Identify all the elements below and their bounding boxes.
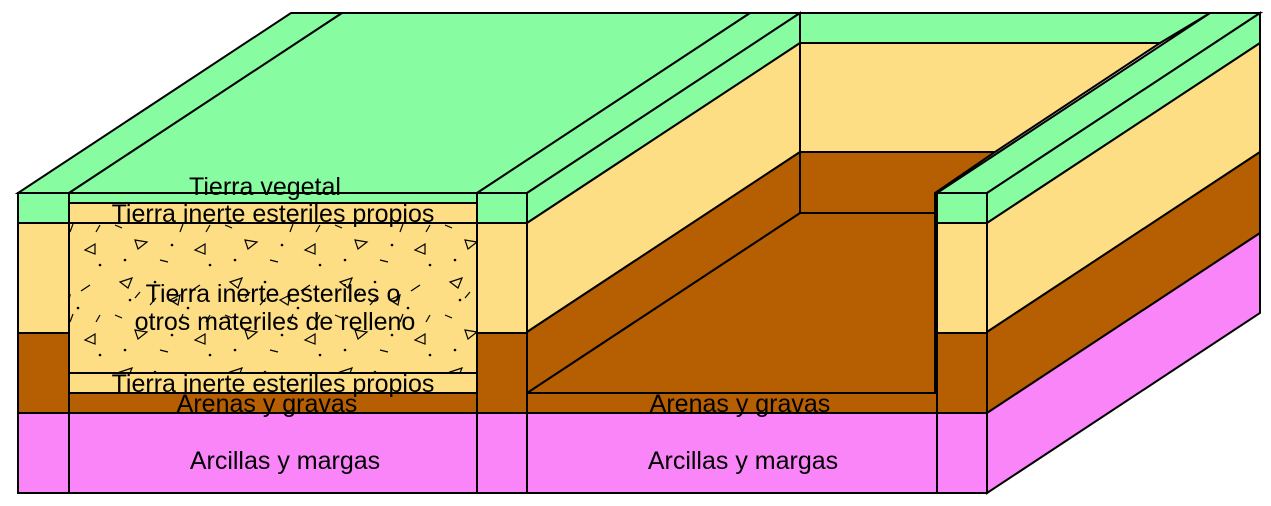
middle-wall-arenas — [476, 332, 528, 414]
right-wall-inerte — [936, 222, 988, 334]
right-wall-arcillas — [936, 412, 988, 494]
label-tierra-inerte-top: Tierra inerte esteriles propios — [112, 200, 435, 228]
label-relleno-line2: otros materiles de relleno — [135, 308, 416, 336]
far-wall-top-surface — [799, 12, 1214, 44]
left-block-arcillas — [17, 412, 70, 494]
right-wall-green — [936, 192, 988, 224]
middle-wall-arcillas — [476, 412, 528, 494]
right-wall-arenas — [936, 332, 988, 414]
left-block-green — [17, 192, 70, 224]
middle-wall-green — [476, 192, 528, 224]
label-tierra-inerte-bottom: Tierra inerte esteriles propios — [112, 370, 435, 398]
label-arenas-left: Arenas y gravas — [177, 390, 358, 418]
label-arcillas-left: Arcillas y margas — [190, 447, 380, 475]
label-arenas-right: Arenas y gravas — [650, 390, 831, 418]
left-block-inerte — [17, 222, 70, 334]
label-tierra-vegetal: Tierra vegetal — [189, 173, 341, 201]
trench-arcillas-layer — [526, 412, 938, 494]
left-block-arenas — [17, 332, 70, 414]
label-relleno-line1: Tierra inerte esteriles o — [146, 280, 401, 308]
label-arcillas-right: Arcillas y margas — [648, 447, 838, 475]
middle-wall-inerte — [476, 222, 528, 334]
